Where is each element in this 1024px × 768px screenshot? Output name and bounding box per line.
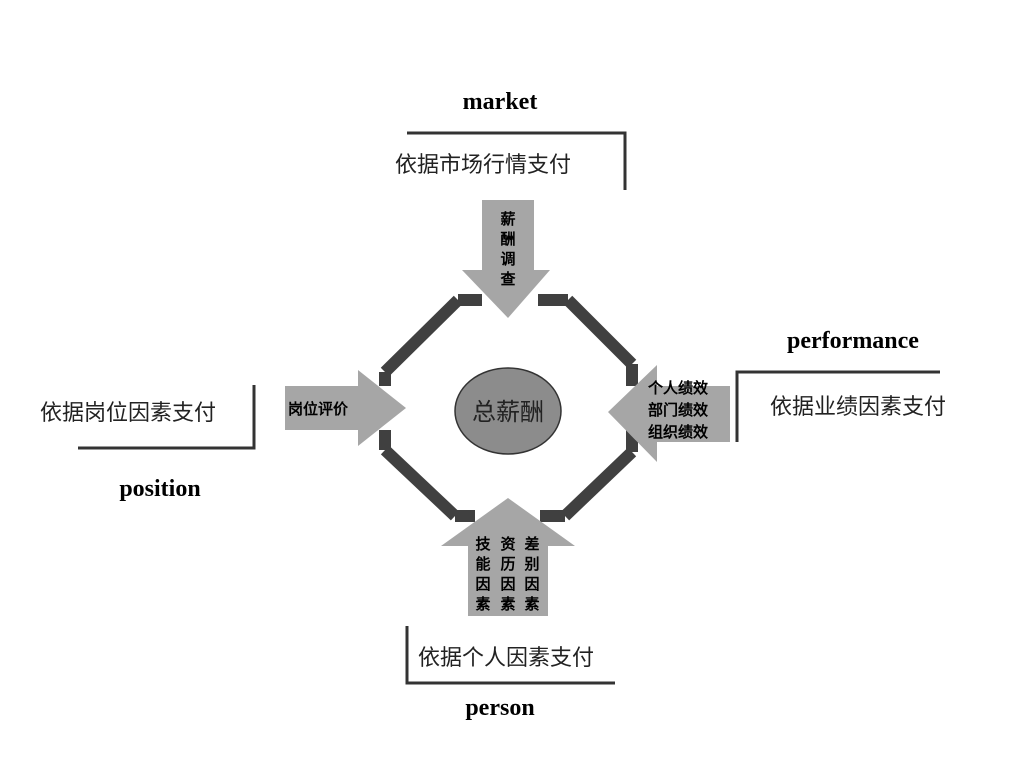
person-arrow-char: 技 [475, 535, 491, 553]
market-arrow [462, 200, 550, 318]
frame-upper-left-diagonal [380, 295, 463, 377]
person-arrow-char: 素 [524, 595, 539, 613]
performance-arrow-line: 组织绩效 [648, 423, 709, 441]
position-bracket [78, 385, 256, 450]
market-title: market [463, 89, 538, 115]
position-description: 依据岗位因素支付 [40, 401, 216, 426]
market-bracket [407, 131, 627, 190]
person-arrow-label: 技 能 因 素 资 历 因 素 差 别 因 素 [475, 535, 539, 613]
person-arrow-char: 素 [500, 595, 515, 613]
person-description: 依据个人因素支付 [418, 646, 594, 671]
performance-bracket [735, 370, 940, 442]
performance-arrow-label: 个人绩效 部门绩效 组织绩效 [647, 379, 709, 441]
market-arrow-label: 薪 酬 调 查 [500, 210, 516, 288]
position-title: position [119, 476, 200, 502]
performance-description: 依据业绩因素支付 [770, 395, 946, 420]
total-compensation-label: 总薪酬 [472, 398, 544, 426]
market-arrow-char: 调 [500, 250, 515, 268]
person-arrow-char: 因 [500, 575, 515, 593]
performance-arrow-line: 个人绩效 [647, 379, 709, 397]
position-arrow-label: 岗位评价 [288, 400, 349, 418]
person-arrow-char: 能 [475, 555, 490, 573]
person-arrow [441, 498, 575, 616]
person-bracket [405, 626, 615, 685]
market-arrow-char: 酬 [500, 230, 515, 248]
performance-title: performance [787, 328, 919, 354]
person-arrow-char: 因 [475, 575, 490, 593]
market-arrow-char: 薪 [500, 210, 515, 228]
person-arrow-char: 历 [500, 555, 515, 573]
person-title: person [465, 695, 534, 721]
frame-lower-right-diagonal [560, 447, 637, 521]
person-arrow-char: 资 [500, 535, 515, 553]
person-arrow-char: 素 [475, 595, 490, 613]
person-arrow-char: 别 [523, 555, 539, 573]
frame-upper-right-diagonal [563, 295, 637, 369]
market-arrow-char: 查 [500, 270, 516, 288]
performance-arrow [608, 365, 730, 462]
person-arrow-char: 差 [524, 535, 539, 553]
octagon-frame [379, 294, 638, 522]
frame-lower-left-diagonal [380, 445, 460, 521]
total-compensation-ellipse [454, 367, 562, 455]
market-description: 依据市场行情支付 [395, 153, 571, 178]
performance-arrow-line: 部门绩效 [648, 401, 709, 419]
position-arrow [285, 370, 406, 446]
person-arrow-char: 因 [524, 575, 539, 593]
